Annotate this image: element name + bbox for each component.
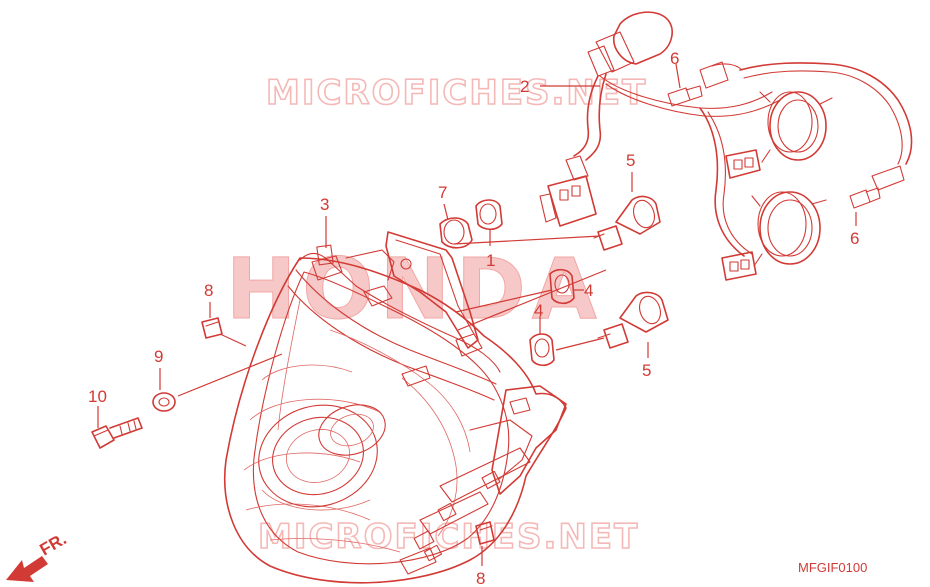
clip-nut-lower bbox=[475, 521, 495, 545]
callout-7: 7 bbox=[438, 183, 447, 202]
headlight-bulb-lower bbox=[597, 291, 669, 349]
callout-1: 1 bbox=[486, 251, 495, 270]
site-watermark-top: MICROFICHES.NET bbox=[266, 73, 647, 113]
upper-bulb-socket bbox=[759, 91, 833, 163]
callout-8-lower: 8 bbox=[476, 569, 485, 587]
position-bulb-upper bbox=[667, 85, 703, 107]
callout-6-lower: 6 bbox=[850, 229, 859, 248]
headlight-assembly bbox=[224, 231, 567, 584]
leader-lines bbox=[97, 63, 857, 566]
headlight-bulb-upper bbox=[593, 195, 661, 251]
washer bbox=[152, 392, 176, 412]
callout-8-upper: 8 bbox=[204, 281, 213, 300]
adjuster-cap bbox=[475, 199, 503, 231]
callout-4-upper: 4 bbox=[584, 281, 593, 300]
lower-bulb-socket bbox=[751, 191, 827, 267]
position-bulb-lower bbox=[849, 187, 881, 209]
callout-5-upper: 5 bbox=[626, 151, 635, 170]
brand-watermark: HONDA bbox=[226, 240, 603, 338]
callout-6-upper: 6 bbox=[670, 49, 679, 68]
callout-3: 3 bbox=[320, 195, 329, 214]
wire-harness bbox=[539, 11, 913, 281]
front-direction-marker: FR. bbox=[6, 529, 70, 582]
callout-10: 10 bbox=[88, 387, 107, 406]
site-watermark-bottom: MICROFICHES.NET bbox=[258, 517, 639, 557]
bolt bbox=[91, 417, 143, 449]
socket-clip-lower bbox=[529, 333, 555, 367]
callout-5-lower: 5 bbox=[642, 361, 651, 380]
socket-clip-upper bbox=[549, 268, 575, 305]
callout-2: 2 bbox=[520, 77, 529, 96]
callout-labels: 1 2 3 4 4 5 5 6 6 7 8 8 9 10 bbox=[88, 49, 859, 587]
drawing-code: MFGIF0100 bbox=[798, 560, 867, 575]
front-arrow-icon bbox=[6, 556, 48, 582]
clip-nut-upper bbox=[201, 317, 223, 339]
callout-9: 9 bbox=[154, 347, 163, 366]
callout-4-lower: 4 bbox=[534, 301, 543, 320]
front-label: FR. bbox=[37, 529, 70, 559]
